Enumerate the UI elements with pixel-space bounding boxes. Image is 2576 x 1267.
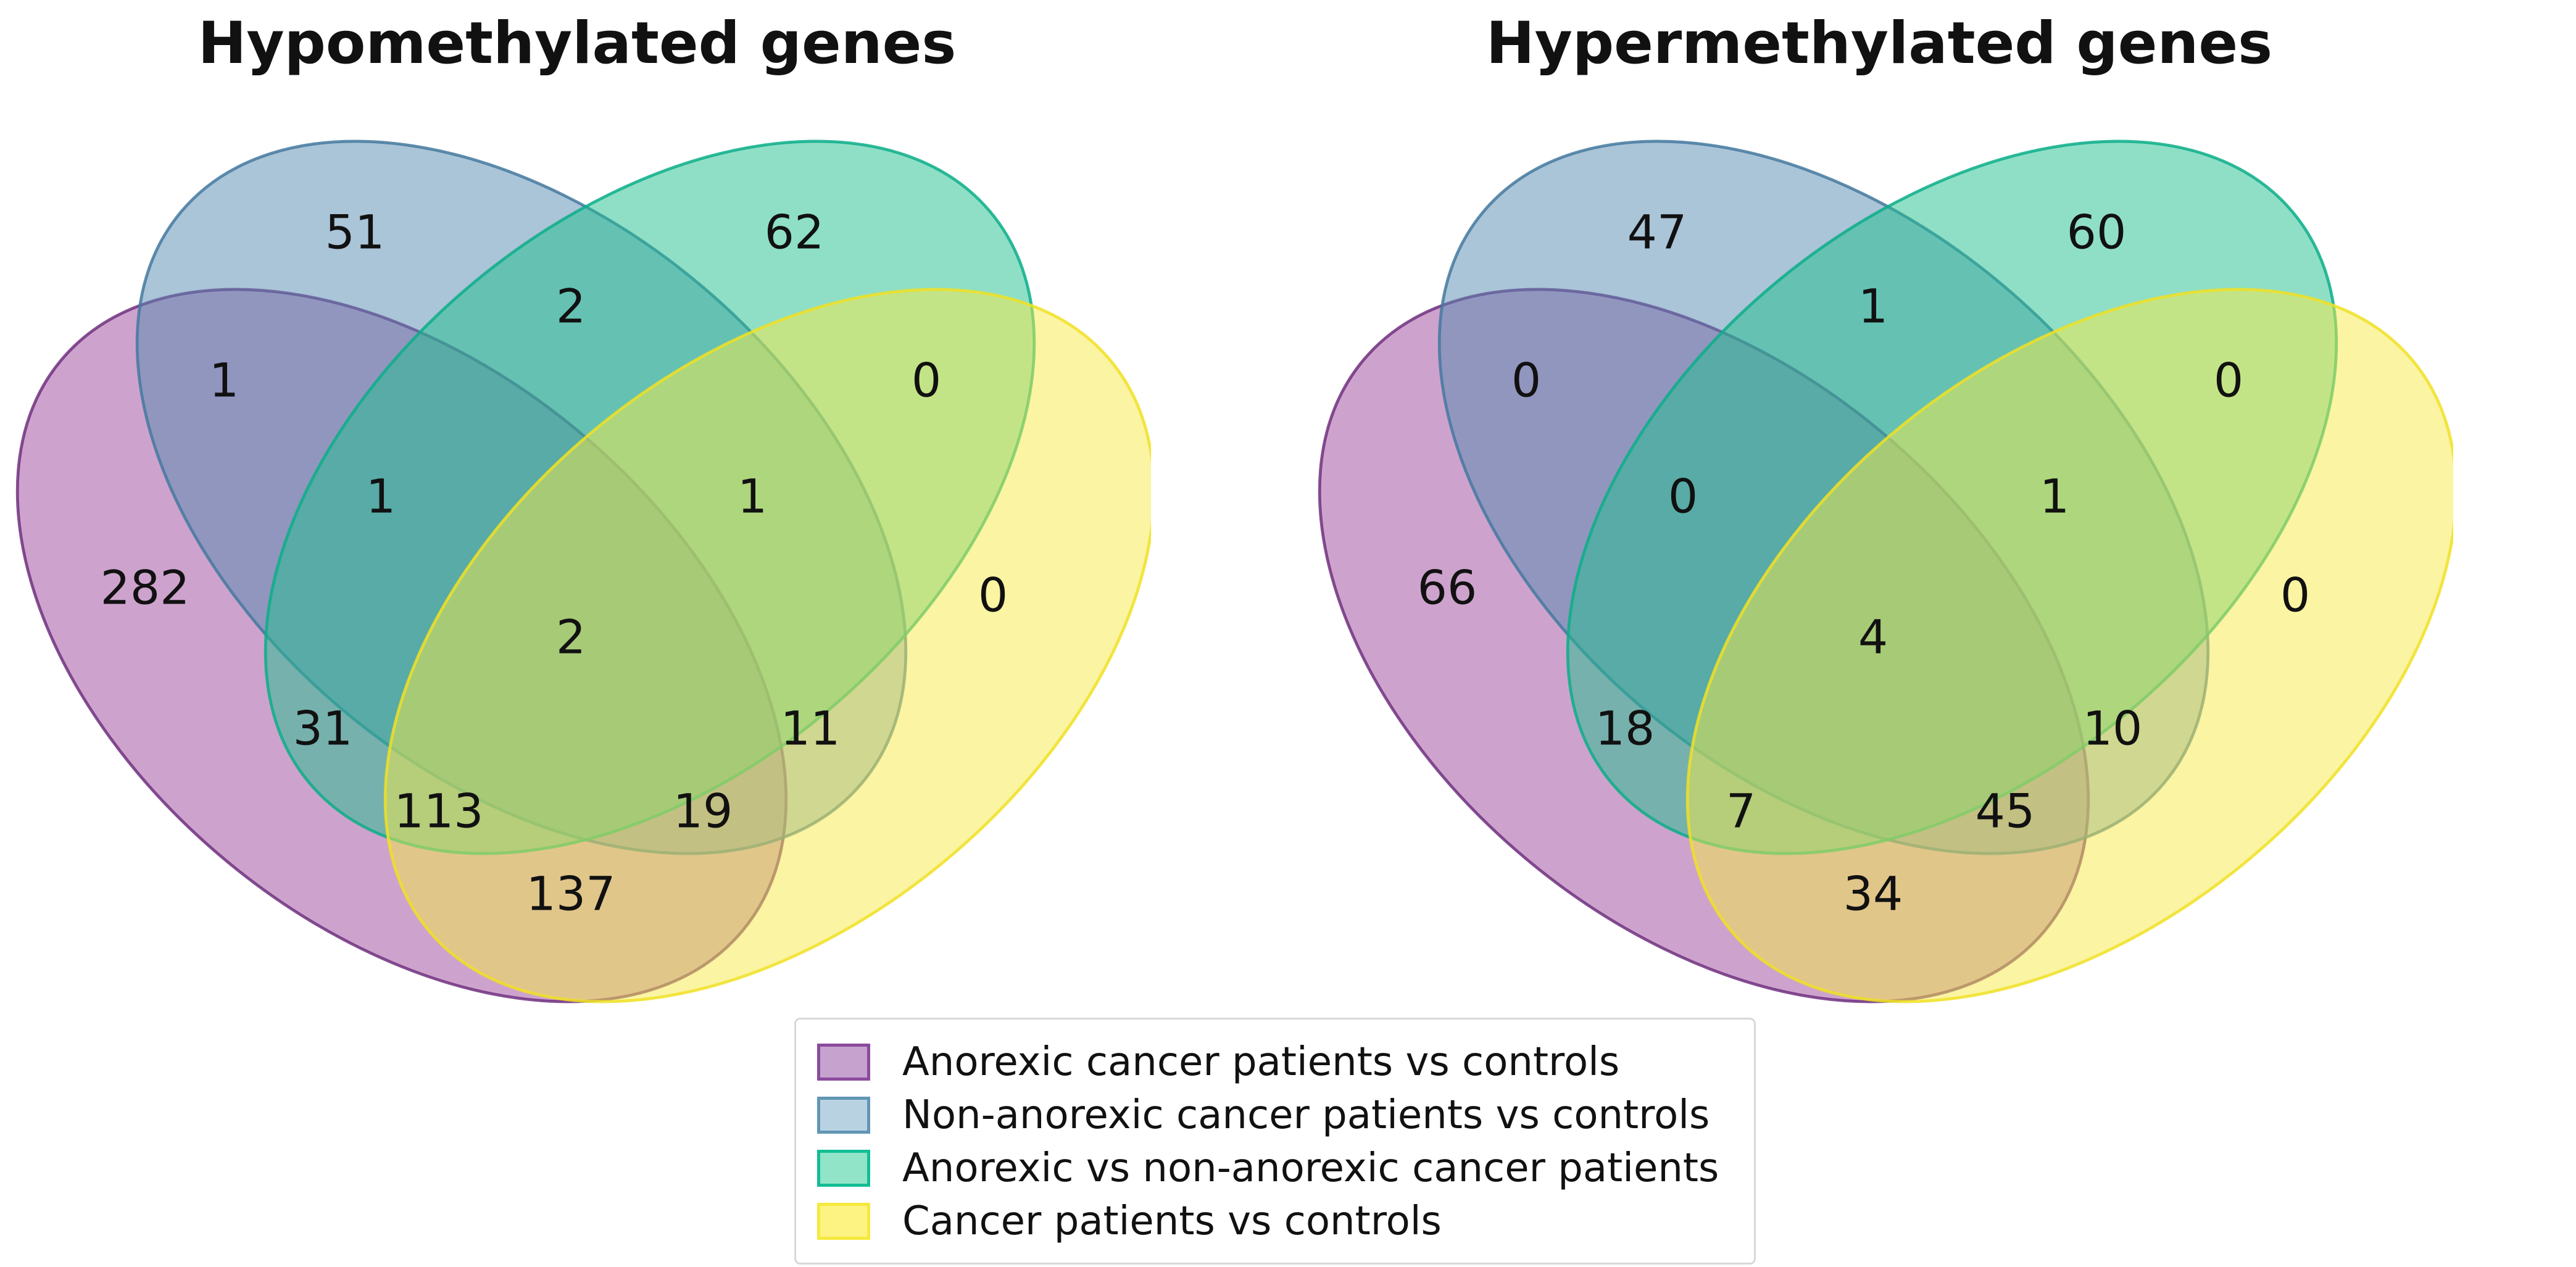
region-count-bc: 1 (1858, 279, 1888, 334)
region-count-ad: 34 (1843, 866, 1903, 921)
region-count-d: 0 (978, 568, 1008, 623)
legend-swatch-teal-icon (817, 1150, 870, 1187)
panel-title-hypomethylated: Hypomethylated genes (197, 10, 957, 77)
region-count-a: 66 (1418, 560, 1477, 615)
region-count-c: 62 (765, 205, 825, 260)
region-count-bc: 2 (556, 279, 586, 334)
region-count-abcd: 2 (556, 610, 586, 665)
legend-label: Cancer patients vs controls (902, 1198, 1442, 1244)
region-count-d: 0 (2280, 568, 2310, 623)
region-count-ab: 1 (209, 353, 239, 408)
region-count-ab: 0 (1511, 353, 1541, 408)
legend-item-anorexic-vs-controls: Anorexic cancer patients vs controls (817, 1036, 1754, 1089)
legend-item-non-anorexic-vs-controls: Non-anorexic cancer patients vs controls (817, 1089, 1754, 1142)
legend-swatch-yellow-icon (817, 1203, 870, 1240)
region-count-ac: 31 (293, 701, 353, 756)
region-count-bd: 11 (781, 701, 841, 756)
panel-title-hypermethylated: Hypermethylated genes (1485, 10, 2273, 77)
region-count-bcd: 1 (737, 469, 767, 524)
region-count-bd: 10 (2083, 701, 2143, 756)
region-count-c: 60 (2067, 205, 2127, 260)
set-d-ellipse (1685, 288, 2453, 1003)
venn-diagram-hypermethylated: 47 60 1 0 0 0 1 66 0 4 18 10 7 45 34 (1318, 139, 2453, 1003)
legend-swatch-blue-icon (817, 1097, 870, 1134)
set-d-ellipse (383, 288, 1151, 1003)
legend-item-cancer-vs-controls: Cancer patients vs controls (817, 1195, 1754, 1248)
region-count-cd: 0 (912, 353, 941, 408)
region-count-acd: 113 (394, 784, 483, 839)
legend-label: Anorexic cancer patients vs controls (902, 1039, 1620, 1085)
region-count-cd: 0 (2214, 353, 2243, 408)
region-count-abcd: 4 (1858, 610, 1888, 665)
region-count-b: 51 (325, 205, 385, 260)
legend-label: Anorexic vs non-anorexic cancer patients (902, 1145, 1719, 1191)
legend-swatch-purple-icon (817, 1044, 870, 1081)
region-count-abc: 1 (366, 469, 396, 524)
region-count-ac: 18 (1595, 701, 1655, 756)
region-count-a: 282 (100, 560, 189, 615)
region-count-abd: 45 (1976, 784, 2035, 839)
region-count-b: 47 (1627, 205, 1687, 260)
region-count-acd: 7 (1726, 784, 1756, 839)
legend: Anorexic cancer patients vs controls Non… (794, 1018, 1756, 1265)
legend-label: Non-anorexic cancer patients vs controls (902, 1092, 1710, 1138)
legend-item-anorexic-vs-non-anorexic: Anorexic vs non-anorexic cancer patients (817, 1142, 1754, 1195)
venn-diagram-hypomethylated: 51 62 2 1 0 1 1 282 0 2 31 11 113 19 137 (15, 139, 1151, 1003)
region-count-bcd: 1 (2040, 469, 2069, 524)
region-count-abc: 0 (1668, 469, 1698, 524)
region-count-ad: 137 (526, 866, 615, 921)
region-count-abd: 19 (673, 784, 733, 839)
